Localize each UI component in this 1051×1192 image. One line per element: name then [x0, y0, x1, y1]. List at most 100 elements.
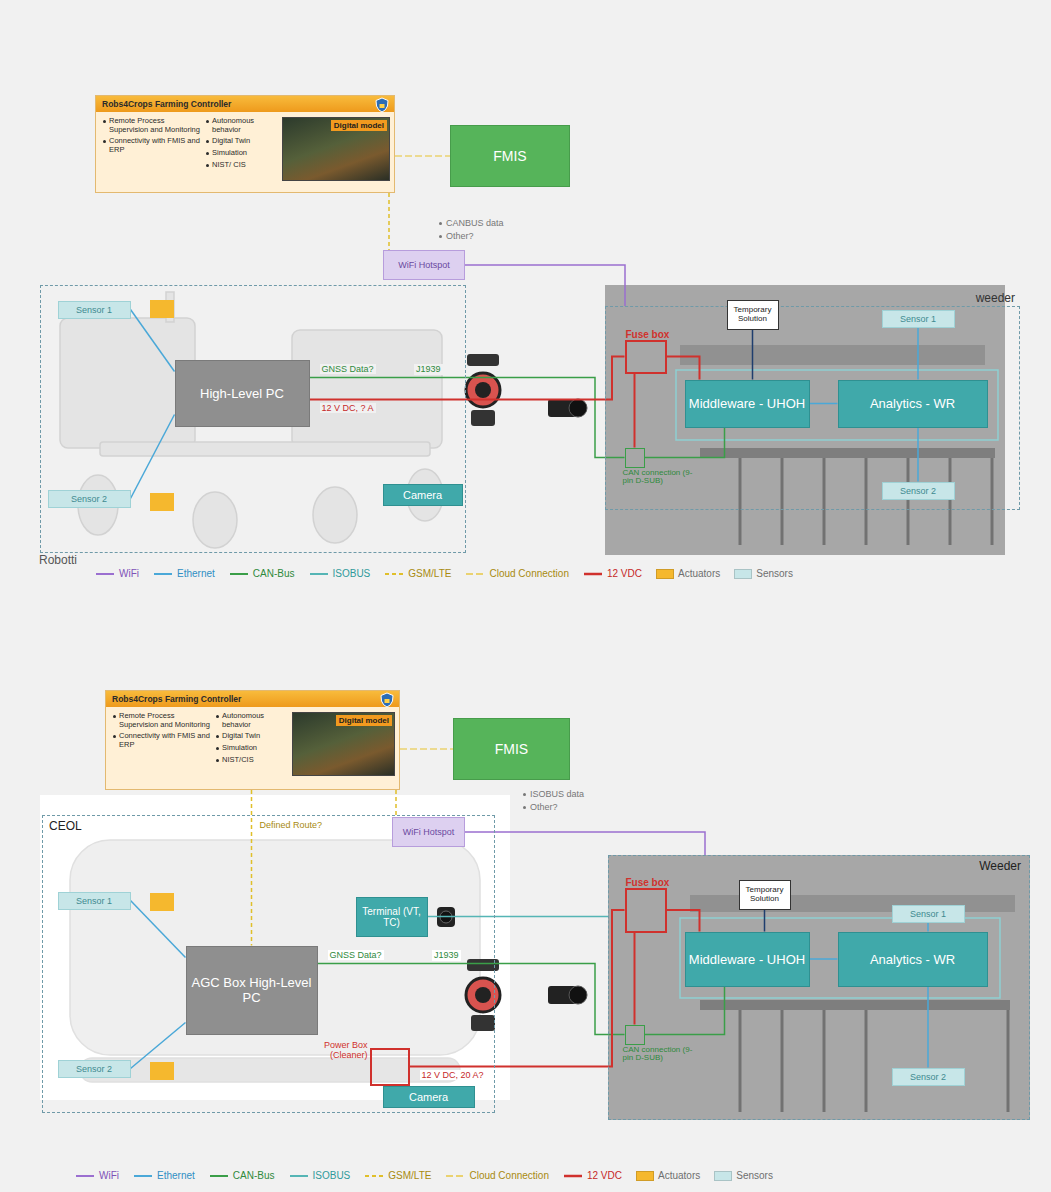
- box-label: Sensor 1: [900, 314, 936, 324]
- connector-line: [917, 428, 919, 482]
- list-item: Connectivity with FMIS and ERP: [112, 732, 210, 749]
- panel-title: Robs4Crops Farming Controller: [112, 694, 373, 704]
- actuator-block: [150, 300, 174, 318]
- wifi-hotspot: WiFi Hotspot: [383, 250, 465, 280]
- shield-icon: [381, 693, 393, 707]
- feature-item: Simulation: [222, 744, 287, 753]
- box-label: AGC Box High-Level PC: [189, 975, 315, 1005]
- region-title: Robotti: [39, 554, 77, 568]
- fmis-box: FMIS: [453, 718, 570, 780]
- ceol-illustration: [70, 840, 480, 1055]
- text-row: Digital model: [331, 120, 387, 131]
- legend-entry: Ethernet: [153, 568, 215, 579]
- box-label: FMIS: [493, 148, 526, 164]
- connector-line: [131, 415, 175, 499]
- connector-line: [131, 901, 186, 958]
- ceol-illustration: [70, 840, 480, 1082]
- box-label: Analytics - WR: [870, 952, 955, 967]
- fuse-box: Fuse box: [625, 888, 667, 933]
- connector-label: GNSS Data?: [328, 950, 384, 961]
- connector-line: [927, 923, 929, 932]
- actuator-block: [150, 300, 174, 511]
- weeder-illustration: [907, 458, 910, 545]
- connector-line: [645, 428, 725, 458]
- legend-line-sample: [210, 1175, 228, 1177]
- module-box: Analytics - WR: [838, 380, 988, 428]
- bullet-dot: [523, 793, 526, 796]
- bullet-dot: [206, 164, 209, 167]
- weeder-illustration: [781, 1010, 784, 1112]
- box-label: WiFi Hotspot: [398, 260, 450, 270]
- legend-text: Actuators: [658, 1170, 700, 1181]
- legend-line-sample: [446, 1175, 464, 1177]
- list-item: Simulation: [215, 744, 287, 753]
- part-label: Power Box (Cleaner): [320, 1040, 368, 1061]
- actuator-block: [150, 893, 174, 1080]
- box-label: WiFi Hotspot: [403, 827, 455, 837]
- legend-entry: Actuators: [656, 568, 720, 579]
- connector-line: [388, 193, 390, 250]
- legend-line-sample: [290, 1175, 308, 1177]
- connector-label: 12 V DC, 20 A?: [420, 1070, 486, 1081]
- note-box: Temporary Solution: [739, 880, 791, 910]
- box-label: Sensor 2: [900, 486, 936, 496]
- machine-region: CEOLSensor 1Terminal (VT, TC)AGC Box Hig…: [42, 815, 495, 1113]
- legend-line-sample: [133, 1171, 153, 1181]
- camera-icon: [475, 382, 491, 398]
- legend-line-sample: [564, 1174, 582, 1177]
- can-connector: CAN connection (9-pin D-SUB): [625, 448, 645, 468]
- legend-line-sample: [466, 573, 484, 575]
- weeder-illustration: [865, 1010, 868, 1112]
- legend-row: WiFiEthernetCAN-BusISOBUSGSM/LTECloud Co…: [95, 568, 807, 579]
- camera-icon: [467, 354, 499, 366]
- controller-panel: Robs4Crops Farming ControllerRemote Proc…: [95, 95, 395, 193]
- image-label: Digital model: [339, 716, 389, 725]
- bullet-dot: [523, 806, 526, 809]
- connector-line: [465, 265, 625, 306]
- note-label: Other?: [522, 802, 560, 813]
- weeder-illustration: [740, 458, 992, 545]
- legend-line-sample: [364, 1171, 384, 1181]
- white-panel: [40, 795, 510, 1100]
- legend-entry: Sensors: [734, 568, 793, 579]
- legend-text: WiFi: [119, 568, 139, 579]
- digital-model-image: Digital model: [292, 712, 395, 776]
- feature-item: NIST/CIS: [222, 756, 287, 765]
- module-box: Middleware - UHOH: [685, 932, 810, 987]
- legend-text: Actuators: [678, 568, 720, 579]
- legend-line-sample: [96, 573, 114, 575]
- legend-entry: CAN-Bus: [209, 1170, 275, 1181]
- note-text: J1939: [434, 950, 459, 960]
- note-text: Other?: [530, 802, 558, 812]
- note-text: ISOBUS data: [530, 789, 584, 799]
- connector-label: GNSS Data?: [320, 364, 376, 375]
- sensor-box: Sensor 2: [58, 1060, 131, 1078]
- connector-label: 12 V DC, ? A: [320, 403, 376, 414]
- camera-icon: [466, 354, 500, 426]
- module-box: Camera: [383, 484, 463, 506]
- legend-text: GSM/LTE: [408, 568, 451, 579]
- box-label: FMIS: [495, 741, 528, 757]
- lock-icon: [385, 699, 390, 703]
- note-text: Other?: [446, 231, 474, 241]
- connector-line: [764, 910, 766, 932]
- feature-item: Autonomous behavior: [222, 712, 287, 729]
- part-label: Fuse box: [626, 877, 670, 889]
- wifi-hotspot: WiFi Hotspot: [392, 817, 465, 847]
- bullet-dot: [216, 735, 219, 738]
- weeder-illustration: [865, 458, 868, 545]
- connector-line: [465, 832, 705, 855]
- connector-line: [395, 790, 397, 817]
- legend-line-sample: [95, 569, 115, 579]
- region-title: CEOL: [49, 820, 82, 834]
- box-label: Middleware - UHOH: [689, 396, 805, 411]
- legend-line-sample: [76, 1175, 94, 1177]
- legend-swatch: [636, 1171, 654, 1181]
- connector-label: Defined Route?: [258, 820, 325, 831]
- weeder-illustration: [700, 1000, 1010, 1010]
- connector-line: [634, 374, 636, 448]
- box-label: Temporary Solution: [742, 886, 788, 904]
- legend-line-sample: [445, 1171, 465, 1181]
- legend-text: CAN-Bus: [253, 568, 295, 579]
- camera-icon: [471, 410, 495, 426]
